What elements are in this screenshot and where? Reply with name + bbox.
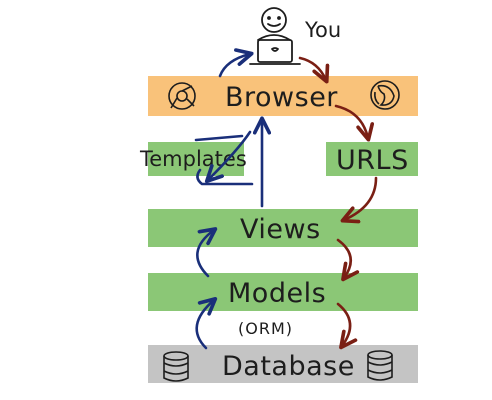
templates-label: Templates: [139, 147, 247, 171]
database-icon-right: [367, 350, 393, 381]
user-label: You: [304, 18, 341, 42]
database-label: Database: [222, 351, 355, 382]
firefox-icon: [370, 80, 400, 110]
browser-band: [148, 76, 418, 116]
arrow-browser-to-user: [218, 48, 254, 78]
arrow-models-to-views: [196, 227, 218, 278]
response-flow-arrows: [194, 48, 272, 350]
chrome-icon: [168, 82, 196, 110]
orm-label: (ORM): [238, 319, 293, 338]
arrow-user-to-browser: [298, 56, 330, 84]
models-band: [148, 273, 418, 311]
models-label: Models: [228, 278, 326, 309]
arrow-browser-to-urls: [334, 104, 375, 142]
database-icon-left: [163, 351, 189, 382]
arrow-views-to-models: [336, 238, 360, 282]
arrow-urls-to-views: [340, 176, 378, 224]
arrow-templates-loop: [194, 134, 254, 186]
views-band: [148, 209, 418, 247]
arrow-templates-return: [204, 130, 252, 184]
urls-label: URLS: [336, 145, 409, 176]
request-flow-arrows: [298, 56, 378, 350]
person-at-laptop-icon: [249, 7, 301, 65]
browser-label: Browser: [225, 82, 338, 113]
urls-band: [326, 142, 418, 176]
arrow-models-to-database: [336, 302, 358, 350]
arrow-database-to-models: [195, 296, 218, 350]
views-label: Views: [240, 214, 321, 245]
